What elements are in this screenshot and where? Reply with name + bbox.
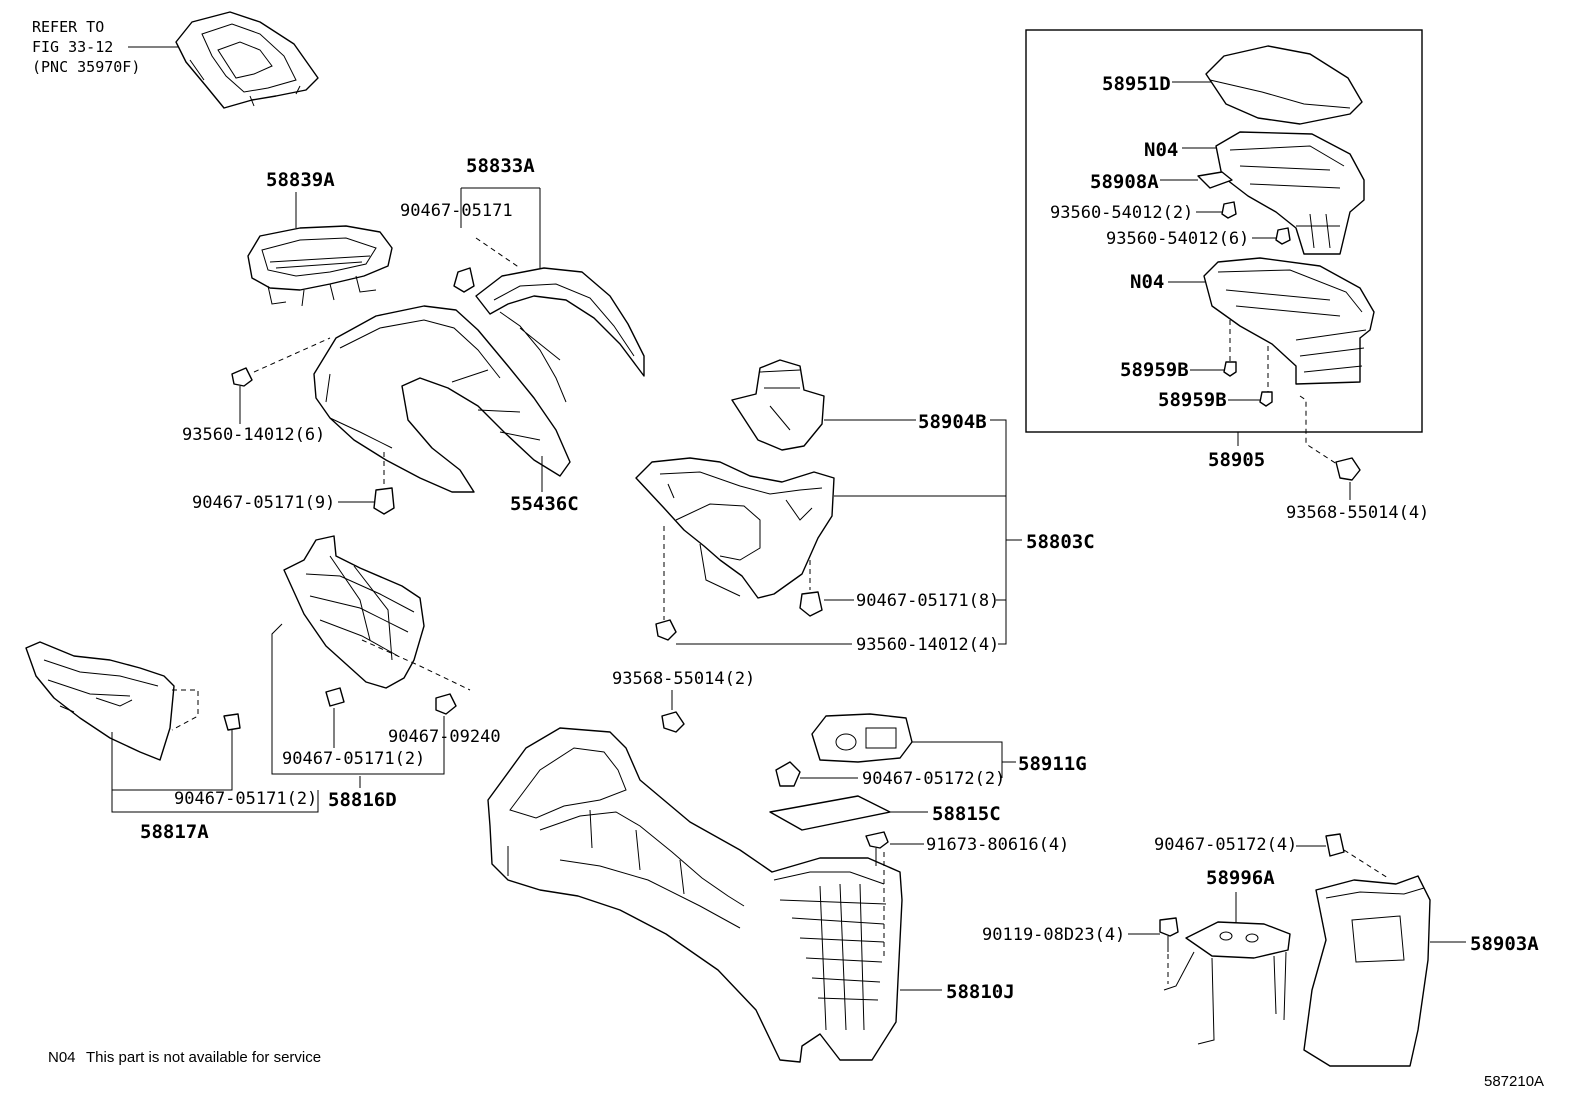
label-90467-05172-4: 90467-05172(4) bbox=[1154, 835, 1297, 855]
label-58911G: 58911G bbox=[1018, 753, 1087, 775]
part-55436C: 55436C bbox=[313, 305, 579, 515]
label-55436C: 55436C bbox=[510, 493, 579, 515]
label-90467-05172-2: 90467-05172(2) bbox=[862, 769, 1005, 789]
label-n04-upper: N04 bbox=[1144, 139, 1178, 161]
label-58839A: 58839A bbox=[266, 169, 335, 191]
part-58833A: 58833A 90467-05171 bbox=[400, 155, 645, 403]
label-58803C: 58803C bbox=[1026, 531, 1095, 553]
part-93560-14012-4: 93560-14012(4) bbox=[655, 526, 999, 655]
figure-id: 587210A bbox=[1484, 1073, 1544, 1090]
part-58903A: 58903A bbox=[1303, 875, 1539, 1067]
part-58905: 58905 bbox=[1208, 432, 1265, 471]
part-58839A: 58839A bbox=[247, 169, 393, 307]
label-93560-14012-6: 93560-14012(6) bbox=[182, 425, 325, 445]
label-58959B-upper: 58959B bbox=[1120, 359, 1189, 381]
part-58996A: 58996A 90119-08D23(4) bbox=[982, 867, 1291, 1045]
part-90467-05171-8: 90467-05171(8) bbox=[799, 560, 1006, 617]
label-93568-55014-2: 93568-55014(2) bbox=[612, 669, 755, 689]
part-90467-05171-9: 90467-05171(9) bbox=[192, 452, 395, 515]
console-upper-bezel bbox=[635, 457, 1006, 599]
part-90467-05172-4: 90467-05172(4) bbox=[1154, 833, 1389, 879]
label-90467-05171-8: 90467-05171(8) bbox=[856, 591, 999, 611]
refer-line-2: FIG 33-12 bbox=[32, 38, 113, 56]
label-58833A: 58833A bbox=[466, 155, 535, 177]
part-58816D: 90467-09240 90467-05171(2) 58816D bbox=[271, 535, 501, 811]
label-90467-05171-9: 90467-05171(9) bbox=[192, 493, 335, 513]
label-90119-08D23-4: 90119-08D23(4) bbox=[982, 925, 1125, 945]
footnote-code: N04 bbox=[48, 1049, 76, 1066]
refer-to-figure-note: REFER TO FIG 33-12 (PNC 35970F) bbox=[32, 18, 178, 76]
part-58810J: 58810J bbox=[487, 727, 1015, 1063]
label-93560-54012-6: 93560-54012(6) bbox=[1106, 229, 1249, 249]
label-93568-55014-4: 93568-55014(4) bbox=[1286, 503, 1429, 523]
label-n04-lower: N04 bbox=[1130, 271, 1164, 293]
console-lid-base: N04 58959B 58959B bbox=[1120, 257, 1375, 411]
part-58803C: 58803C bbox=[1006, 531, 1095, 553]
footnote-text: This part is not available for service bbox=[86, 1049, 321, 1066]
label-58905: 58905 bbox=[1208, 449, 1265, 471]
part-58815C: 58815C bbox=[769, 795, 1001, 831]
label-58810J: 58810J bbox=[946, 981, 1015, 1003]
label-58815C: 58815C bbox=[932, 803, 1001, 825]
label-58904B: 58904B bbox=[918, 411, 987, 433]
refer-line-1: REFER TO bbox=[32, 18, 104, 36]
label-90467-05171-2a: 90467-05171(2) bbox=[282, 749, 425, 769]
label-90467-05171: 90467-05171 bbox=[400, 201, 513, 221]
footnote: N04 This part is not available for servi… bbox=[48, 1049, 321, 1066]
label-93560-54012-2: 93560-54012(2) bbox=[1050, 203, 1193, 223]
part-91673-80616-4: 91673-80616(4) bbox=[865, 831, 1069, 866]
part-93560-14012-6: 93560-14012(6) bbox=[182, 337, 331, 445]
part-58911G: 58911G 90467-05172(2) bbox=[775, 713, 1087, 789]
label-58996A: 58996A bbox=[1206, 867, 1275, 889]
label-93560-14012-4: 93560-14012(4) bbox=[856, 635, 999, 655]
label-58951D: 58951D bbox=[1102, 73, 1171, 95]
part-93568-55014-4: 93568-55014(4) bbox=[1286, 395, 1429, 523]
console-lid-inner: N04 58908A 93560-54012(2) 93560-54012(6) bbox=[1050, 131, 1365, 255]
label-91673-80616-4: 91673-80616(4) bbox=[926, 835, 1069, 855]
label-58817A: 58817A bbox=[140, 821, 209, 843]
part-58951D: 58951D bbox=[1102, 45, 1363, 125]
part-93568-55014-2: 93568-55014(2) bbox=[612, 669, 755, 733]
part-58904B: 58904B bbox=[731, 359, 1007, 645]
label-58959B-lower: 58959B bbox=[1158, 389, 1227, 411]
label-58908A: 58908A bbox=[1090, 171, 1159, 193]
shift-panel-reference-part bbox=[175, 11, 319, 109]
label-90467-05171-2b: 90467-05171(2) bbox=[174, 789, 317, 809]
refer-line-3: (PNC 35970F) bbox=[32, 58, 140, 76]
label-58816D: 58816D bbox=[328, 789, 397, 811]
console-lid-assembly-box bbox=[1025, 29, 1423, 433]
label-58903A: 58903A bbox=[1470, 933, 1539, 955]
part-58817A: 90467-05171(2) 58817A bbox=[25, 641, 319, 843]
